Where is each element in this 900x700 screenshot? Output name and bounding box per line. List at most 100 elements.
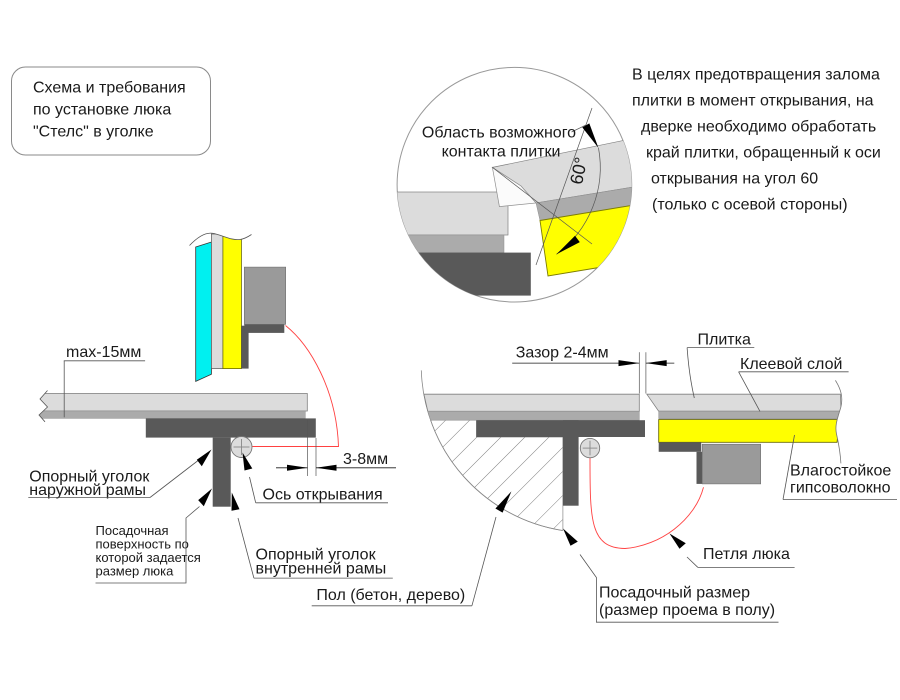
- outer-frame-angle: [145, 418, 316, 438]
- tile-label: Плитка: [698, 332, 751, 349]
- closed-hatch-diagram: Зазор 2-4мм Плитка Клеевой слой Влагосто…: [311, 332, 897, 623]
- door-angle-flange: [241, 325, 249, 369]
- detail-door-glue: [535, 183, 632, 221]
- outer-angle-label-line-2: наружной рамы: [29, 482, 146, 499]
- max-thickness-callout: max-15мм: [63, 344, 146, 418]
- dim-arrow-right-icon: [316, 464, 337, 471]
- floor-label: Пол (бетон, дерево): [316, 587, 465, 604]
- floor-break-mask: [28, 390, 48, 422]
- seat-surface-label-line-2: поверхность по: [96, 537, 189, 552]
- glue-callout: Клеевой слой: [738, 356, 849, 412]
- floor-tile-right: [423, 393, 640, 412]
- outer-angle-callout: Опорный уголок наружной рамы: [28, 449, 212, 499]
- bevel-extension-line: [492, 167, 593, 245]
- angle-reference-line: [535, 107, 593, 266]
- seat-size-label-line-2: (размер проема в полу): [599, 602, 775, 619]
- door-angle-vertical: [696, 451, 703, 484]
- note-line-2: плитки в момент открывания, на: [632, 93, 874, 110]
- seat-size-arrow-icon: [563, 528, 578, 546]
- door-break-line: [189, 232, 252, 246]
- note-line-5: открывания на угол 60: [651, 171, 818, 188]
- floor-break-line: [38, 390, 49, 423]
- tile-callout: Плитка: [686, 332, 755, 399]
- dim-arrow-left-icon: [287, 464, 308, 471]
- closed-door: [646, 380, 856, 485]
- open-door: [189, 222, 287, 383]
- floor-arrow-icon: [495, 491, 512, 513]
- seat-surface-label-line-4: размер люка: [96, 564, 175, 579]
- floor-tile-left: [39, 393, 308, 412]
- door-tile-closed: [646, 393, 842, 412]
- detail-floor-angle: [397, 252, 531, 296]
- hinge-label: Петля люка: [703, 546, 790, 563]
- floor-angle-vertical: [562, 420, 579, 506]
- max-thickness-label: max-15мм: [66, 344, 141, 361]
- gap-arrow-left-icon: [618, 360, 640, 367]
- note-line-1: В целях предотвращения залома: [632, 67, 880, 84]
- outer-angle-label-line-1: Опорный уголок: [29, 469, 150, 486]
- door-frame-block: [244, 266, 287, 325]
- door-glue-closed: [658, 410, 842, 419]
- contact-area-label-line-1: Область возможного: [422, 125, 576, 142]
- detail-floor-tile: [397, 191, 509, 236]
- area-label-leader: [571, 124, 587, 133]
- inner-angle-label-line-2: внутренней рамы: [256, 561, 387, 578]
- gypsum-callout: Влагостойкое гипсоволокно: [782, 434, 897, 500]
- opening-arc: [252, 325, 339, 447]
- door-gypsum-closed: [658, 419, 841, 443]
- gap-dimension: Зазор 2-4мм: [512, 345, 675, 394]
- note-text: В целях предотвращения залома плитки в м…: [632, 67, 881, 214]
- gap-arrow-right-icon: [645, 360, 667, 367]
- note-line-4: край плитки, обращенный к оси: [646, 145, 881, 162]
- seat-surface-callout: Посадочная поверхность по которой задает…: [95, 488, 212, 584]
- title-box: Схема и требования по установке люка "Ст…: [11, 66, 211, 156]
- angle-arrow-bottom-icon: [556, 235, 580, 255]
- door-angle-horizontal: [658, 442, 702, 452]
- hinge-callout: Петля люка: [669, 533, 795, 568]
- inner-frame-angle: [212, 437, 231, 507]
- note-line-6: (только с осевой стороны): [652, 197, 848, 214]
- contact-area-label-line-2: контакта плитки: [442, 144, 561, 161]
- door-break-line-right: [835, 380, 843, 464]
- inner-angle-arrow-icon: [231, 492, 240, 511]
- gypsum-label-line-2: гипсоволокно: [790, 480, 891, 497]
- inner-angle-callout: Опорный уголок внутренней рамы: [231, 492, 393, 579]
- floor-glue-left: [39, 410, 306, 419]
- door-break-mask: [189, 222, 252, 246]
- detail-view: 60° Область возможного контакта плитки: [396, 66, 633, 303]
- outer-angle-arrow-icon: [196, 449, 212, 467]
- door-frame-block-closed: [701, 443, 762, 485]
- note-line-3: дверке необходимо обработать: [641, 119, 876, 136]
- open-hatch-diagram: 3-8мм max-15мм Опорный уголок наружной р…: [28, 222, 396, 584]
- seat-surface-label-line-1: Посадочная: [96, 523, 169, 538]
- title-line-3: "Стелс" в уголке: [33, 124, 154, 141]
- axis-arrow-icon: [242, 452, 253, 471]
- detail-floor-glue: [397, 234, 505, 253]
- edge-gap-label: 3-8мм: [343, 451, 388, 468]
- door-glue-open: [211, 233, 224, 369]
- angle-arrow-top-icon: [582, 123, 599, 148]
- hinge-arrow-icon: [669, 533, 686, 549]
- title-line-2: по установке люка: [33, 102, 171, 119]
- gypsum-label-line-1: Влагостойкое: [790, 463, 891, 480]
- seat-surface-arrow-icon: [198, 488, 212, 507]
- door-gypsum-open: [222, 229, 242, 370]
- floor-callout: Пол (бетон, дерево): [311, 491, 512, 607]
- hinge-swing-arc: [589, 457, 704, 549]
- seat-size-label-line-1: Посадочный размер: [599, 585, 750, 602]
- glue-label: Клеевой слой: [740, 356, 842, 373]
- seat-surface-label-line-3: которой задается: [96, 550, 201, 565]
- door-break-mask-right: [835, 380, 856, 464]
- gap-label: Зазор 2-4мм: [516, 345, 609, 362]
- axis-callout: Ось открывания: [242, 452, 388, 504]
- title-line-1: Схема и требования: [33, 80, 186, 97]
- inner-angle-label-line-1: Опорный уголок: [256, 547, 377, 564]
- floor-glue-right: [427, 411, 640, 421]
- edge-gap-dimension: 3-8мм: [276, 420, 396, 476]
- door-angle-shadow: [244, 324, 285, 333]
- seat-size-callout: Посадочный размер (размер проема в полу): [563, 528, 779, 623]
- axis-label: Ось открывания: [263, 487, 383, 504]
- floor-angle-horizontal: [476, 420, 645, 437]
